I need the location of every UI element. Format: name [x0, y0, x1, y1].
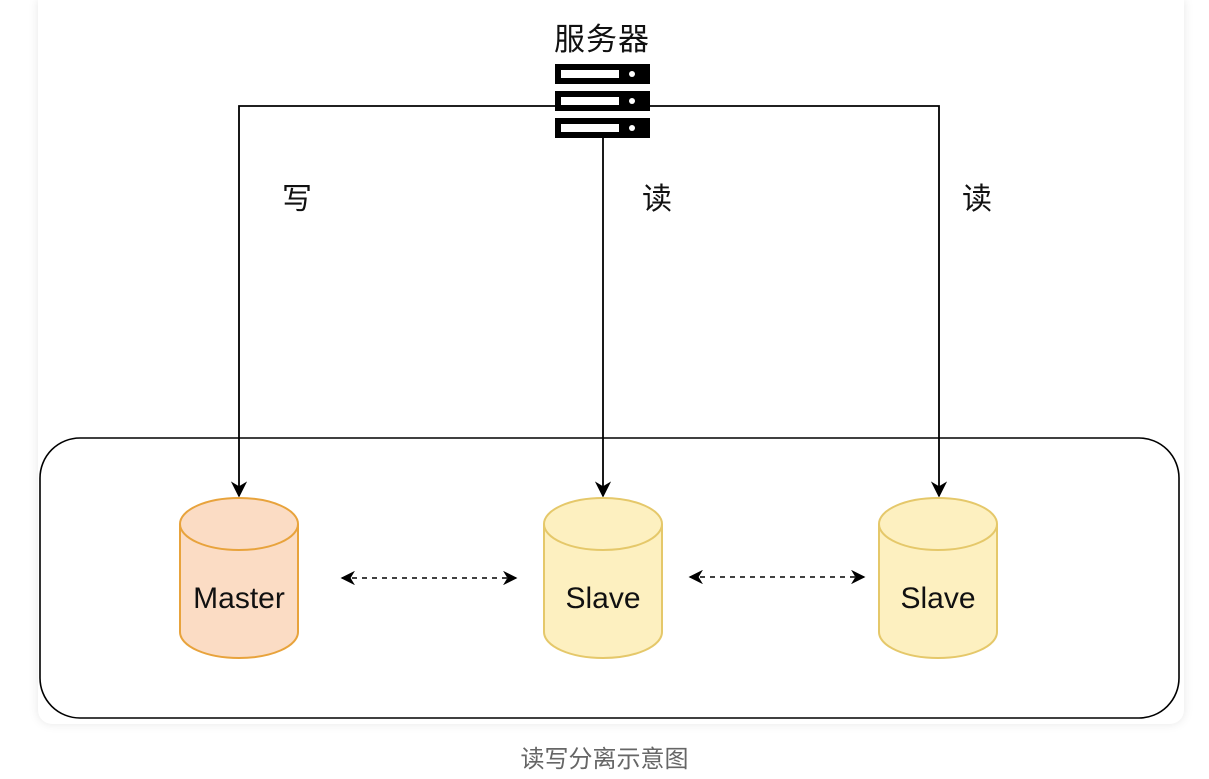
diagram-caption: 读写分离示意图 — [520, 745, 689, 773]
read-label-center: 读 — [642, 182, 672, 217]
read-connector-right — [650, 105, 948, 498]
db-label-slave-2: Slave — [900, 582, 976, 615]
db-cylinder-slave-2 — [878, 497, 998, 659]
db-cylinder-slave-1 — [543, 497, 663, 659]
server-icon — [555, 64, 650, 138]
server-label: 服务器 — [554, 22, 650, 58]
write-connector — [230, 105, 555, 498]
db-cylinder-master — [179, 497, 299, 659]
db-label-master: Master — [193, 582, 285, 615]
db-label-slave-1: Slave — [565, 582, 641, 615]
write-label: 写 — [282, 182, 312, 217]
read-label-right: 读 — [962, 182, 992, 217]
